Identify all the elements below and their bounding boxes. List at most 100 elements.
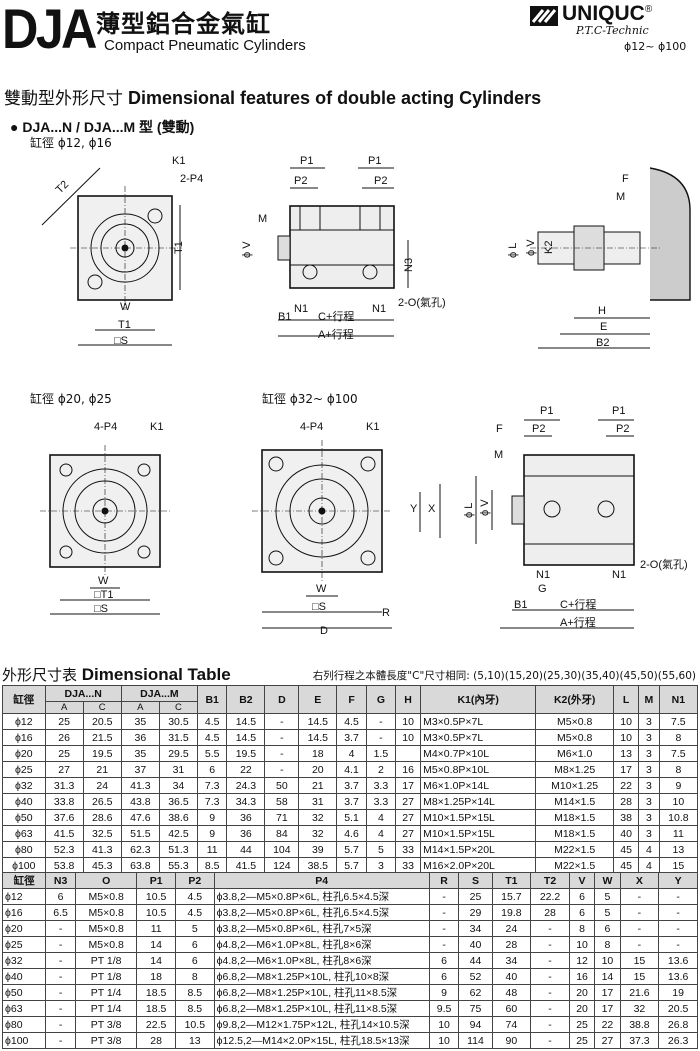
table-cell: 22 [594,1016,621,1033]
table-cell: 41.3 [82,841,122,858]
table-cell: 63.8 [120,857,160,874]
table-cell: - [428,904,460,921]
table-cell: ϕ12 [2,713,46,730]
table-cell: - [619,904,660,921]
label-x: X [428,503,436,515]
table-cell: M18×1.5 [535,809,615,826]
table-cell: 6 [196,761,228,778]
table-cell: 17 [594,984,621,1001]
table-header-cell: P4 [213,872,430,889]
table-cell: ϕ16 [1,904,47,921]
table-cell: - [365,729,397,746]
label-b1-b: B1 [514,599,527,611]
table-cell: 36.5 [158,793,199,810]
col-b1: B1 [196,685,228,714]
col-h: H [395,685,422,714]
table-cell: M22×1.5 [535,857,615,874]
table-cell: M5×0.8 [74,936,138,953]
table-cell: 11 [658,825,699,842]
table-cell: 18 [298,745,338,762]
table-cell: 17 [395,777,422,794]
table-cell: 6 [568,904,596,921]
table-cell: 32 [298,809,338,826]
table-cell: - [619,888,660,905]
table-cell: 25 [458,888,493,905]
table-cell: 5 [365,841,397,858]
label-n1-a: N1 [294,303,308,315]
col-n1: N1 [658,685,699,714]
col-dja-n: DJA...N [44,685,122,702]
table-cell: - [45,968,76,985]
table-cell: 28 [136,1032,176,1049]
title-chinese: 薄型鋁合金氣缸 [96,9,271,38]
table-cell: - [365,713,397,730]
table-cell: 2 [365,761,397,778]
brand-subtitle: P.T.C-Technic [576,24,649,37]
table-cell: 18.5 [136,984,176,1001]
label-a-stroke-b: A+行程 [560,616,596,629]
table-cell: 10 [658,793,699,810]
table-cell: M22×1.5 [535,841,615,858]
table-cell: 62.3 [120,841,160,858]
table-header-cell: W [594,872,621,889]
table-header-cell: S [458,872,493,889]
label-n1-c: N1 [536,569,550,581]
table-cell: 4 [365,809,397,826]
table-cell: 10 [613,729,640,746]
table-header-cell: N3 [45,872,76,889]
table-header-cell: 缸徑 [1,872,47,889]
label-p1-b: P1 [368,155,381,167]
table-cell: 8.5 [174,1000,215,1017]
table-cell: 34 [458,920,493,937]
table-cell: - [45,1016,76,1033]
label-c-stroke: C+行程 [318,310,354,323]
table-cell: 26.3 [658,1032,698,1049]
table-cell: 6 [594,920,621,937]
brand-mark-icon [530,6,558,26]
table-cell: 104 [264,841,300,858]
table-cell: 21.6 [619,984,660,1001]
table-cell: 6 [174,952,215,969]
label-v-rod: ϕ V [525,239,537,256]
label-v-b: ϕ V [479,499,491,516]
table-cell: 10.8 [658,809,699,826]
table-cell: - [45,984,76,1001]
label-g: G [538,583,547,595]
rod-end-view-12-16 [530,167,691,349]
table-cell: M16×2.0P×20L [420,857,537,874]
subcol-n-a: A [44,701,84,714]
table-cell: 34 [158,777,199,794]
table-cell: ϕ3.8,2—M5×0.8P×6L, 柱孔6.5×4.5深 [213,888,430,905]
table-cell: 5.7 [336,857,367,874]
table-cell: 34 [491,952,532,969]
table-cell: 35 [120,745,160,762]
title-english: Compact Pneumatic Cylinders [104,37,306,54]
label-d: D [320,625,328,637]
table-cell: 20.5 [82,713,122,730]
table-cell: 32 [298,825,338,842]
table-cell: 114 [458,1032,493,1049]
table-cell: M5×0.8 [74,904,138,921]
table-cell: - [658,904,698,921]
table-cell: - [264,729,300,746]
table-cell: - [530,1016,570,1033]
col-dja-m: DJA...M [120,685,199,702]
table-cell: 13 [613,745,640,762]
table-cell: 3 [638,825,660,842]
table-title: 外形尺寸表 Dimensional Table [2,665,231,684]
table-cell: 5 [594,888,621,905]
table-cell: 24 [82,777,122,794]
side-view-12-16 [277,167,409,337]
label-p2-d: P2 [616,423,629,435]
table-cell: 16 [395,761,422,778]
table-cell: 3 [638,793,660,810]
table-cell: 30.5 [158,713,199,730]
table-cell: 62 [458,984,493,1001]
table-cell: 3.7 [336,729,367,746]
table-cell: M10×1.5P×15L [420,825,537,842]
